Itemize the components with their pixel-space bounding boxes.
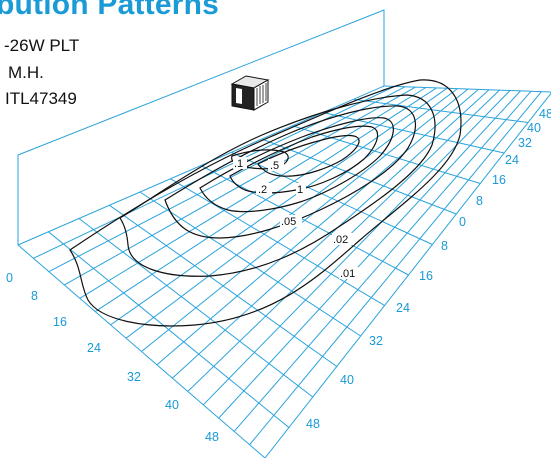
contour-lines [69, 79, 462, 327]
contour-label-0-1: .1 [234, 158, 243, 170]
left-axis-labels: 0 8 16 24 32 40 48 [6, 271, 219, 444]
right-axis-labels: 48 40 32 24 16 8 0 8 16 24 32 40 48 [306, 107, 551, 431]
contour-label-0-2: .2 [258, 184, 267, 196]
right-axis-label-16a: 16 [492, 173, 506, 187]
left-axis-label-48: 48 [205, 430, 219, 444]
right-axis-label-40a: 40 [527, 121, 541, 135]
right-axis-label-32a: 32 [518, 136, 532, 150]
wall-fixture-icon [230, 75, 270, 111]
right-axis-label-48b: 48 [306, 417, 320, 431]
contour-label-0-05: .05 [281, 216, 296, 228]
left-axis-label-16: 16 [53, 315, 67, 329]
right-axis-label-8a: 8 [476, 194, 483, 208]
right-axis-label-8b: 8 [441, 239, 448, 253]
left-axis-label-0: 0 [6, 271, 13, 285]
right-axis-label-16b: 16 [419, 269, 433, 283]
report-number-label: ITL47349 [5, 89, 77, 108]
right-axis-label-24a: 24 [505, 153, 519, 167]
contour-label-0-01: .01 [340, 268, 355, 280]
right-axis-label-40b: 40 [340, 373, 354, 387]
left-axis-label-24: 24 [87, 341, 101, 355]
contour-2 [229, 125, 379, 194]
right-axis-label-24b: 24 [396, 301, 410, 315]
left-axis-label-8: 8 [31, 289, 38, 303]
wall-plane [17, 9, 385, 245]
contour-label-1: 1 [297, 184, 303, 196]
floor-grid [17, 85, 551, 458]
right-axis-label-0: 0 [459, 215, 466, 229]
contour-5 [257, 134, 360, 177]
left-axis-label-32: 32 [127, 370, 141, 384]
contour-02 [119, 94, 436, 277]
wattage-label: -26W PLT [4, 36, 80, 55]
contour-05 [164, 105, 416, 239]
right-axis-label-32b: 32 [369, 334, 383, 348]
mounting-height-label: M.H. [8, 63, 44, 82]
right-axis-label-48a: 48 [539, 107, 551, 121]
contour-label-0-5: .5 [270, 160, 279, 172]
page-title: bution Patterns [0, 0, 220, 21]
left-axis-label-40: 40 [165, 398, 179, 412]
contour-label-0-02: .02 [333, 234, 348, 246]
contour-01 [69, 79, 462, 327]
contour-1 [199, 117, 394, 213]
contour-labels: .1 .5 .2 1 .05 .02 .01 [233, 157, 361, 280]
